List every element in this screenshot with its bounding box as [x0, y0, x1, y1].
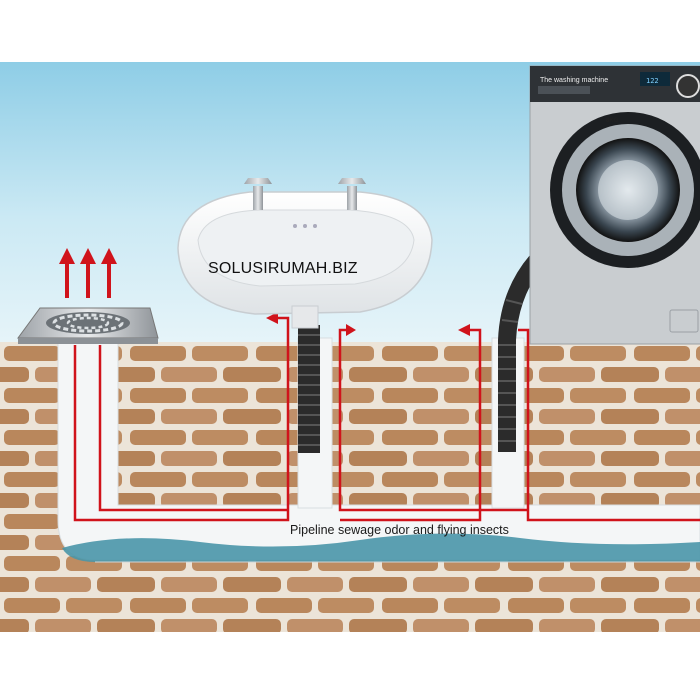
washing-machine-display: 122	[646, 77, 659, 85]
watermark-text: SOLUSIRUMAH.BIZ	[208, 260, 358, 277]
washing-machine-icon	[529, 65, 700, 345]
washing-machine-hose	[498, 255, 540, 452]
odor-arrow-icon	[59, 248, 117, 298]
odor-flow-lines	[73, 316, 700, 522]
washing-machine-capacity-label: 8KG	[606, 118, 619, 124]
washing-machine-brand-label: The washing machine	[540, 77, 609, 84]
washbasin-hose	[298, 325, 320, 453]
sewage-water	[62, 533, 700, 562]
floor-drain-icon	[17, 307, 159, 344]
washbasin-icon	[177, 178, 433, 329]
diagram-caption: Pipeline sewage odor and flying insects	[290, 523, 509, 537]
